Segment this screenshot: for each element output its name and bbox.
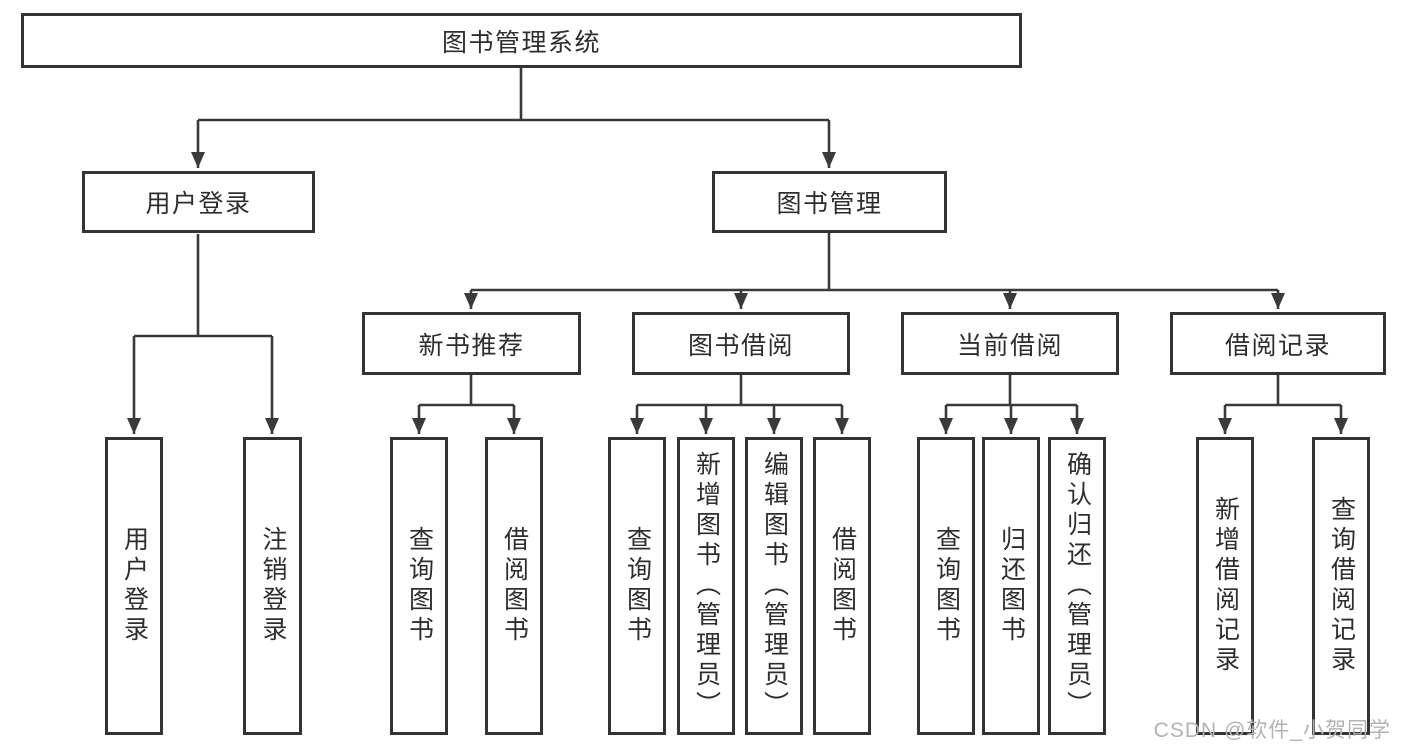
node-label: 用户登录 xyxy=(145,190,252,218)
node-label: 当前借阅 xyxy=(956,331,1063,360)
node-label: 借阅记录 xyxy=(1224,331,1331,360)
leaf-add-borrow-record: 新增借阅记录 xyxy=(1196,437,1254,735)
node-label: 新书推荐 xyxy=(418,331,525,360)
leaf-user-login: 用户登录 xyxy=(105,437,163,735)
leaf-label: 编辑图书（管理员） xyxy=(760,451,789,721)
tree-rails xyxy=(134,68,1341,407)
leaf-return-books: 归还图书 xyxy=(982,437,1040,735)
leaf-label: 查询图书 xyxy=(623,526,652,646)
node-borrowing-records: 借阅记录 xyxy=(1170,312,1386,375)
leaf-label: 归还图书 xyxy=(997,526,1026,646)
leaf-borrow-books-borrowing: 借阅图书 xyxy=(813,437,871,735)
leaf-label: 查询借阅记录 xyxy=(1327,496,1356,676)
leaf-label: 借阅图书 xyxy=(828,526,857,646)
leaf-query-books-borrowing: 查询图书 xyxy=(608,437,666,735)
leaf-label: 新增图书（管理员） xyxy=(692,451,721,721)
leaf-label: 查询图书 xyxy=(405,526,434,646)
leaf-borrow-books-recommend: 借阅图书 xyxy=(485,437,543,735)
watermark: CSDN @软件_小贺同学 xyxy=(1153,719,1391,742)
node-label: 图书借阅 xyxy=(687,331,794,360)
node-current-borrowing: 当前借阅 xyxy=(901,312,1119,375)
leaf-label: 新增借阅记录 xyxy=(1211,496,1240,676)
leaf-edit-books-admin: 编辑图书（管理员） xyxy=(745,437,803,735)
leaf-label: 确认归还（管理员） xyxy=(1063,451,1092,721)
node-library-system: 图书管理系统 xyxy=(21,13,1022,68)
leaf-label: 用户登录 xyxy=(120,526,149,646)
node-new-book-recommend: 新书推荐 xyxy=(362,312,581,375)
leaf-query-books-recommend: 查询图书 xyxy=(390,437,448,735)
node-label: 图书管理系统 xyxy=(441,28,601,57)
leaf-add-books-admin: 新增图书（管理员） xyxy=(677,437,735,735)
leaf-confirm-return-admin: 确认归还（管理员） xyxy=(1048,437,1106,735)
leaf-logout: 注销登录 xyxy=(243,437,302,735)
leaf-query-borrow-record: 查询借阅记录 xyxy=(1312,437,1370,735)
node-user-login: 用户登录 xyxy=(82,171,315,233)
node-label: 图书管理 xyxy=(776,190,883,218)
leaf-label: 查询图书 xyxy=(932,526,961,646)
node-book-management: 图书管理 xyxy=(712,171,947,233)
leaf-query-books-current: 查询图书 xyxy=(917,437,975,735)
node-book-borrowing: 图书借阅 xyxy=(632,312,850,375)
leaf-label: 借阅图书 xyxy=(500,526,529,646)
leaf-label: 注销登录 xyxy=(259,526,287,646)
